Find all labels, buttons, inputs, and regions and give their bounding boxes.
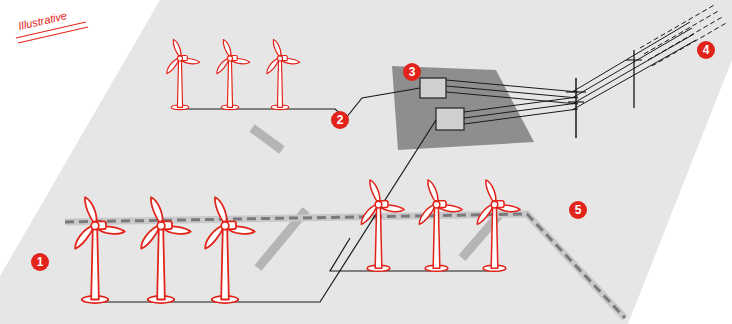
collector-cables <box>95 88 500 302</box>
callout-number: 4 <box>697 41 715 59</box>
stamp-text: Illustrative <box>17 9 68 33</box>
transmission-tower <box>566 50 642 138</box>
callout-number: 3 <box>403 63 421 81</box>
transmission-lines <box>446 22 696 124</box>
distant-lines <box>640 4 728 66</box>
wind-turbines <box>69 39 520 303</box>
callout-number: 1 <box>31 253 49 271</box>
callout-number: 2 <box>331 111 349 129</box>
callout-number: 5 <box>569 201 587 219</box>
